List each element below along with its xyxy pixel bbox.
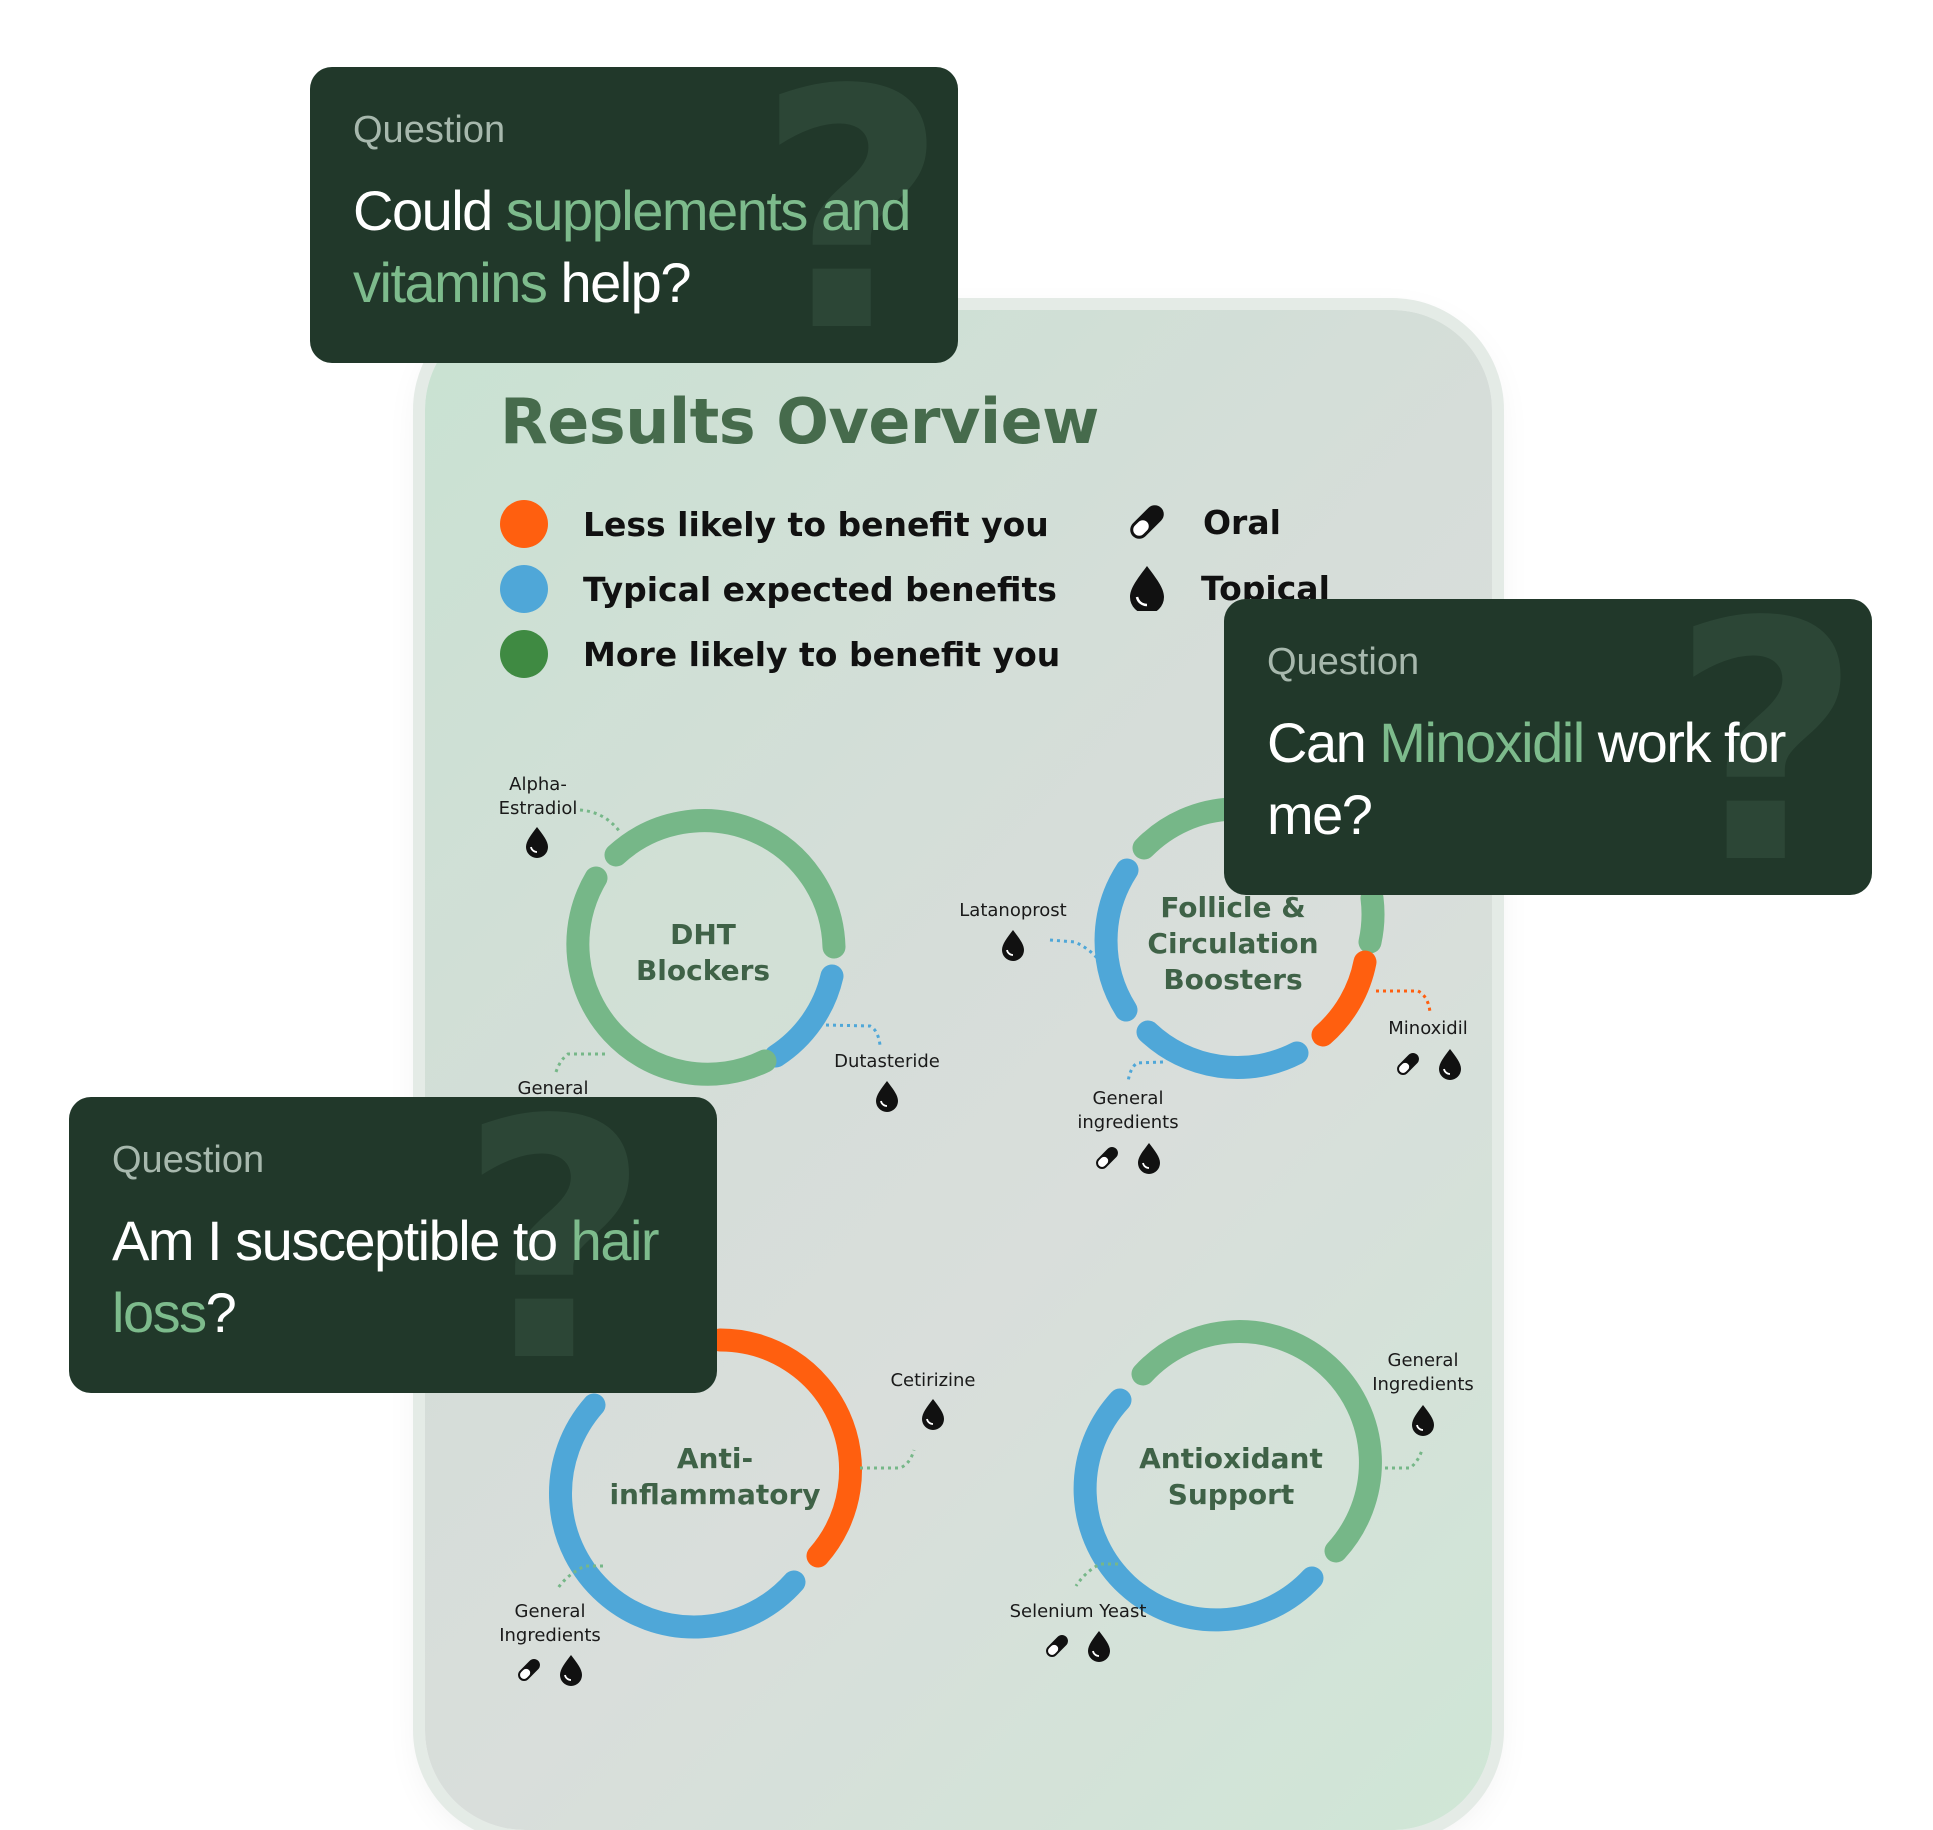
drop-icon [1127, 565, 1167, 611]
pill-icon [515, 1656, 543, 1684]
drop-icon [1087, 1630, 1111, 1663]
center-label: DHT [670, 918, 736, 951]
question-highlight: supplements and vitamins [353, 179, 911, 314]
drop-icon [559, 1654, 583, 1687]
label-dutasteride: Dutasteride [834, 1051, 940, 1072]
question-text-part: Am I susceptible to [112, 1209, 571, 1272]
question-mark-icon: ? [459, 1097, 651, 1393]
results-diagrams: DHT Blockers Alpha- Estradiol Dutasterid… [499, 774, 1474, 1687]
legend-item-typical: Typical expected benefits [500, 565, 1057, 613]
center-label: inflammatory [609, 1478, 820, 1511]
question-text-part: help? [546, 251, 691, 314]
diagram-dht-blockers: DHT Blockers Alpha- Estradiol Dutasterid… [499, 774, 940, 1113]
arc-blue [548, 1393, 806, 1639]
arc-green [1131, 1320, 1382, 1563]
arc-green [1358, 886, 1385, 954]
question-text: Can Minoxidil work for me? [1267, 707, 1842, 851]
question-card-hair-loss: ? Question Am I susceptible to hair loss… [69, 1097, 717, 1393]
label-general-ingredients: General [515, 1601, 586, 1622]
question-text-part: ? [205, 1281, 237, 1344]
arc-green [566, 866, 777, 1086]
center-label: Circulation [1147, 927, 1318, 960]
center-label: Boosters [1163, 963, 1302, 996]
label-general: General [518, 1078, 589, 1099]
question-label: Question [112, 1139, 265, 1181]
label-minoxidil: Minoxidil [1388, 1018, 1467, 1039]
legend-label: More likely to benefit you [583, 634, 1061, 674]
legend-item-oral: Oral [1125, 500, 1281, 544]
green-dot-icon [500, 630, 548, 678]
center-label: Anti- [677, 1442, 753, 1475]
label-cetirizine: Cetirizine [890, 1370, 975, 1391]
center-label: Support [1168, 1478, 1295, 1511]
arc-blue [1073, 1388, 1324, 1632]
question-text-part: work for me? [1267, 711, 1786, 846]
question-mark-icon: ? [756, 67, 948, 363]
question-mark-icon: ? [1670, 599, 1862, 895]
question-text-part: Can [1267, 711, 1380, 774]
question-card-supplements: ? Question Could supplements and vitamin… [310, 67, 958, 363]
arc-blue [1136, 1020, 1309, 1079]
label-general-ingredients: Ingredients [1372, 1374, 1474, 1395]
question-highlight: Minoxidil [1379, 711, 1585, 774]
label-general-ingredients: General [1093, 1088, 1164, 1109]
arc-green [1132, 797, 1244, 860]
drop-icon [1411, 1404, 1435, 1437]
pill-icon [1093, 1144, 1121, 1172]
question-highlight: hair loss [112, 1209, 660, 1344]
legend-label: Less likely to benefit you [583, 504, 1049, 544]
diagram-anti-inflammatory: Anti- inflammatory Cetirizine General In… [499, 1328, 976, 1687]
question-label: Question [1267, 641, 1420, 683]
label-alpha-estradiol: Estradiol [499, 798, 578, 819]
label-general-ingredients: General [1388, 1350, 1459, 1371]
arc-blue [764, 964, 844, 1068]
legend-label: Oral [1203, 502, 1281, 542]
arc-orange [1311, 950, 1377, 1047]
legend-item-less-likely: Less likely to benefit you [500, 500, 1049, 548]
blue-dot-icon [500, 565, 548, 613]
question-text: Could supplements and vitamins help? [353, 175, 928, 319]
label-general-ingredients: Ingredients [499, 1625, 601, 1646]
center-label: Antioxidant [1139, 1442, 1323, 1475]
drop-icon [921, 1398, 945, 1431]
drop-icon [1001, 929, 1025, 962]
label-latanoprost: Latanoprost [959, 900, 1066, 921]
drop-icon [1438, 1048, 1462, 1081]
arc-blue [1094, 858, 1139, 1022]
question-text: Am I susceptible to hair loss? [112, 1205, 687, 1349]
label-selenium-yeast: Selenium Yeast [1010, 1601, 1147, 1622]
pill-icon [1394, 1050, 1422, 1078]
center-label: Follicle & [1160, 891, 1305, 924]
arc-green [604, 809, 846, 959]
label-alpha-estradiol: Alpha- [509, 774, 567, 795]
orange-dot-icon [500, 500, 548, 548]
pill-icon [1043, 1632, 1071, 1660]
diagram-follicle-boosters: Follicle & Circulation Boosters Latanopr… [959, 797, 1468, 1175]
question-label: Question [353, 109, 506, 151]
label-general-ingredients: ingredients [1077, 1112, 1178, 1133]
legend-item-more-likely: More likely to benefit you [500, 630, 1060, 678]
arc-orange [708, 1328, 863, 1568]
drop-icon [1137, 1142, 1161, 1175]
page-title: Results Overview [500, 385, 1099, 458]
legend-label: Typical expected benefits [583, 569, 1057, 609]
pill-icon [1125, 500, 1169, 544]
question-card-minoxidil: ? Question Can Minoxidil work for me? [1224, 599, 1872, 895]
drop-icon [525, 826, 549, 859]
drop-icon [875, 1080, 899, 1113]
center-label: Blockers [636, 954, 770, 987]
question-text-part: Could [353, 179, 506, 242]
diagram-antioxidant-support: Antioxidant Support General Ingredients … [1010, 1320, 1474, 1663]
